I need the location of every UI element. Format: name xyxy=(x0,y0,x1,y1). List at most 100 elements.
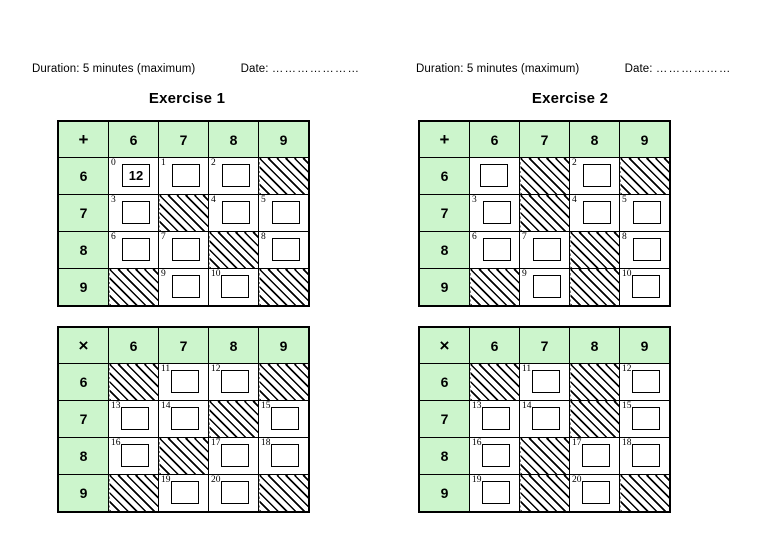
answer-input-box[interactable] xyxy=(633,238,661,261)
answer-cell-7x6[interactable]: 3 xyxy=(469,194,520,232)
answer-cell-7x6[interactable]: 13 xyxy=(108,400,159,438)
answer-input-box[interactable] xyxy=(532,407,560,430)
answer-input-box[interactable] xyxy=(632,444,660,467)
answer-input-box[interactable] xyxy=(221,370,249,393)
answer-cell-7x6[interactable]: 3 xyxy=(108,194,159,232)
answer-cell-6x8[interactable]: 2 xyxy=(208,157,259,195)
answer-cell-7x9[interactable]: 15 xyxy=(619,400,671,438)
answer-cell-8x9[interactable]: 18 xyxy=(258,437,310,475)
answer-input-box[interactable] xyxy=(121,407,149,430)
answer-cell-6x6[interactable] xyxy=(469,157,520,195)
column-header-9: 9 xyxy=(619,120,671,158)
answer-input-box[interactable] xyxy=(222,164,250,187)
answer-input-box[interactable] xyxy=(532,370,560,393)
answer-input-box[interactable]: 12 xyxy=(122,164,150,187)
answer-cell-9x7[interactable]: 9 xyxy=(158,268,209,307)
answer-cell-8x6[interactable]: 6 xyxy=(108,231,159,269)
answer-input-box[interactable] xyxy=(221,444,249,467)
answer-cell-8x6[interactable]: 16 xyxy=(108,437,159,475)
answer-cell-7x9[interactable]: 15 xyxy=(258,400,310,438)
blocked-cell-6x9 xyxy=(258,157,310,195)
answer-input-box[interactable] xyxy=(272,201,300,224)
answer-cell-7x9[interactable]: 5 xyxy=(258,194,310,232)
answer-input-box[interactable] xyxy=(483,238,511,261)
answer-cell-8x6[interactable]: 6 xyxy=(469,231,520,269)
answer-input-box[interactable] xyxy=(583,164,611,187)
answer-input-box[interactable] xyxy=(582,481,610,504)
answer-cell-8x6[interactable]: 16 xyxy=(469,437,520,475)
answer-cell-6x7[interactable]: 11 xyxy=(519,363,570,401)
answer-input-box[interactable] xyxy=(172,275,200,298)
answer-input-box[interactable] xyxy=(582,444,610,467)
answer-cell-7x8[interactable]: 4 xyxy=(208,194,259,232)
answer-input-box[interactable] xyxy=(533,238,561,261)
answer-cell-8x9[interactable]: 18 xyxy=(619,437,671,475)
answer-input-box[interactable] xyxy=(272,238,300,261)
date-blank-line[interactable]: ……………… xyxy=(655,63,732,75)
answer-cell-9x8[interactable]: 20 xyxy=(208,474,259,513)
answer-cell-9x9[interactable]: 10 xyxy=(619,268,671,307)
answer-cell-7x8[interactable]: 4 xyxy=(569,194,620,232)
answer-input-box[interactable] xyxy=(172,164,200,187)
column-header-6: 6 xyxy=(108,120,159,158)
answer-input-box[interactable] xyxy=(480,164,508,187)
answer-input-box[interactable] xyxy=(171,407,199,430)
answer-input-box[interactable] xyxy=(121,444,149,467)
answer-input-box[interactable] xyxy=(171,370,199,393)
answer-input-box[interactable] xyxy=(221,481,249,504)
answer-input-box[interactable] xyxy=(222,201,250,224)
answer-input-box[interactable] xyxy=(221,275,249,298)
cell-index-label: 14 xyxy=(161,401,171,411)
answer-cell-8x9[interactable]: 8 xyxy=(619,231,671,269)
answer-cell-6x7[interactable]: 11 xyxy=(158,363,209,401)
blocked-cell-9x6 xyxy=(108,474,159,513)
blocked-cell-6x8 xyxy=(569,363,620,401)
answer-input-box[interactable] xyxy=(482,444,510,467)
column-header-6: 6 xyxy=(469,326,520,364)
answer-input-box[interactable] xyxy=(482,407,510,430)
column-header-7: 7 xyxy=(158,326,209,364)
answer-cell-6x7[interactable]: 1 xyxy=(158,157,209,195)
answer-cell-9x7[interactable]: 9 xyxy=(519,268,570,307)
answer-input-box[interactable] xyxy=(632,407,660,430)
answer-input-box[interactable] xyxy=(122,201,150,224)
answer-input-box[interactable] xyxy=(271,407,299,430)
answer-cell-8x8[interactable]: 17 xyxy=(569,437,620,475)
answer-cell-8x7[interactable]: 7 xyxy=(158,231,209,269)
answer-cell-7x9[interactable]: 5 xyxy=(619,194,671,232)
answer-input-box[interactable] xyxy=(583,201,611,224)
answer-input-box[interactable] xyxy=(271,444,299,467)
answer-input-box[interactable] xyxy=(632,275,660,298)
date-blank-line[interactable]: ………………… xyxy=(271,63,361,75)
answer-cell-9x6[interactable]: 19 xyxy=(469,474,520,513)
answer-input-box[interactable] xyxy=(482,481,510,504)
answer-cell-9x8[interactable]: 10 xyxy=(208,268,259,307)
answer-cell-6x8[interactable]: 2 xyxy=(569,157,620,195)
date-label: Date: xyxy=(240,63,269,75)
cell-index-label: 13 xyxy=(472,401,482,411)
answer-input-box[interactable] xyxy=(533,275,561,298)
answer-input-box[interactable] xyxy=(122,238,150,261)
answer-input-box[interactable] xyxy=(632,370,660,393)
answer-cell-8x8[interactable]: 17 xyxy=(208,437,259,475)
answer-input-box[interactable] xyxy=(633,201,661,224)
answer-cell-7x7[interactable]: 14 xyxy=(519,400,570,438)
answer-cell-7x6[interactable]: 13 xyxy=(469,400,520,438)
answer-cell-9x7[interactable]: 19 xyxy=(158,474,209,513)
cell-index-label: 10 xyxy=(211,269,221,279)
answer-input-box[interactable] xyxy=(172,238,200,261)
answer-input-box[interactable] xyxy=(483,201,511,224)
answer-cell-8x7[interactable]: 7 xyxy=(519,231,570,269)
answer-cell-9x8[interactable]: 20 xyxy=(569,474,620,513)
row-header-7: 7 xyxy=(57,400,109,438)
answer-cell-6x8[interactable]: 12 xyxy=(208,363,259,401)
answer-cell-7x7[interactable]: 14 xyxy=(158,400,209,438)
answer-cell-6x9[interactable]: 12 xyxy=(619,363,671,401)
cell-index-label: 7 xyxy=(161,232,166,242)
answer-cell-8x9[interactable]: 8 xyxy=(258,231,310,269)
answer-input-box[interactable] xyxy=(171,481,199,504)
row-header-8: 8 xyxy=(57,437,109,475)
